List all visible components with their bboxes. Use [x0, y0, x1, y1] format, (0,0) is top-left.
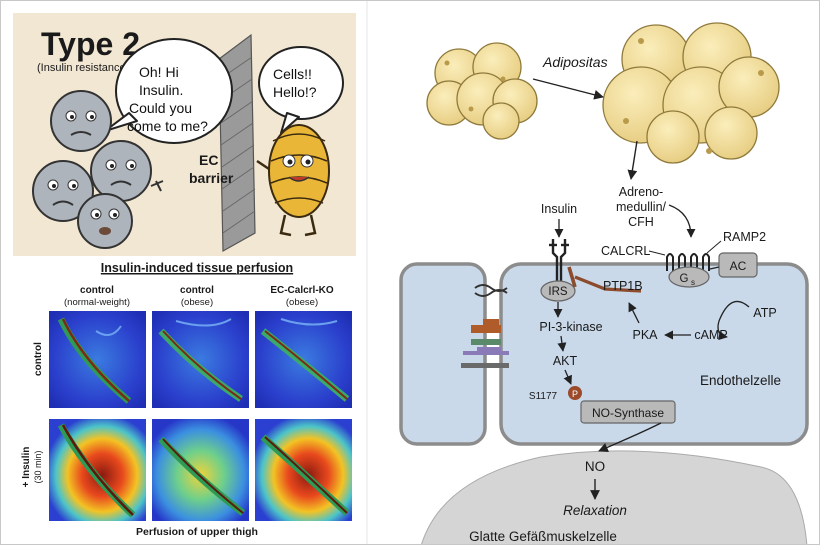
irs-node [540, 280, 576, 302]
ramp2-label: RAMP2 [723, 230, 766, 244]
pi3k-label: PI-3-kinase [539, 320, 602, 334]
row-control-label: control [33, 342, 44, 376]
nos-label: NO-Synthase [592, 406, 664, 420]
col-1-head: control [80, 285, 114, 296]
fat-cells-small [426, 42, 538, 140]
perfusion-image-r1c1 [49, 311, 146, 408]
irs-label: IRS [548, 286, 568, 298]
col-2-head: control [180, 285, 214, 296]
bubble-insulin-line-4: come to me? [127, 118, 208, 134]
ac-label: AC [730, 259, 747, 273]
pi3k-to-akt-arrow [557, 335, 567, 352]
ramp2-pointer [706, 240, 722, 254]
insulin-character [256, 124, 330, 237]
insulin-receptor [549, 239, 569, 283]
ptp1b-inhibition-line [574, 275, 642, 293]
row-insulin-label: + Insulin [21, 447, 32, 488]
cartoon-title: Type 2 [41, 26, 140, 62]
col-3-sub: (obese) [286, 297, 318, 308]
atp-label: ATP [753, 306, 776, 320]
bubble-insulin-line-2: Insulin. [139, 82, 183, 98]
perfusion-panel: Insulin-induced tissue perfusion control… [21, 261, 352, 538]
perfusion-image-r1c2 [152, 311, 249, 408]
gs-subscript: s [691, 278, 695, 287]
bubble-cells-line-2: Hello!? [273, 84, 317, 100]
atp-to-camp-arrow [717, 300, 750, 341]
perfusion-image-r2c1 [49, 419, 146, 521]
sad-cell-2 [32, 160, 94, 222]
fat-cells-large [602, 22, 780, 164]
bubble-insulin-line-3: Could you [129, 100, 192, 116]
calcrl-label: CALCRL [601, 244, 650, 258]
adm-label-1: Adreno- [619, 185, 663, 199]
akt-to-nos-arrow [563, 369, 572, 385]
fat-to-adm-arrow [627, 140, 638, 180]
ac-node [718, 252, 758, 278]
adm-label-3: CFH [628, 215, 654, 229]
col-2-sub: (obese) [181, 297, 213, 308]
phospho-site [568, 386, 582, 400]
bubble-insulin-line-1: Oh! Hi [139, 64, 179, 80]
sad-cell-1 [50, 90, 112, 152]
barrier-label-1: EC [199, 152, 218, 168]
smooth-muscle-label: Glatte Gefäßmuskelzelle [469, 529, 617, 544]
sad-cell-4 [77, 193, 133, 249]
adm-arrow [668, 204, 696, 238]
no-label: NO [585, 459, 605, 474]
cell-junction [461, 284, 509, 368]
nos-node [580, 400, 676, 424]
s1177-label: S1177 [529, 391, 558, 402]
perfusion-image-r2c2 [152, 419, 249, 521]
pathway-panel: Adipositas Adreno- medullin/ CFH Insulin… [399, 22, 809, 544]
camp-label: cAMP [694, 328, 727, 342]
pka-label: PKA [632, 328, 658, 342]
perfusion-image-r1c3 [255, 311, 352, 408]
akt-label: AKT [553, 354, 578, 368]
ptp1b-label: PTP1B [603, 279, 643, 293]
smooth-muscle-cell [421, 450, 808, 544]
adm-label-2: medullin/ [616, 200, 667, 214]
adipositas-label: Adipositas [542, 54, 608, 70]
perfusion-image-r2c3 [255, 419, 352, 521]
bubble-cells-line-1: Cells!! [273, 66, 312, 82]
gs-node [668, 266, 710, 288]
nos-to-no-arrow [598, 422, 662, 453]
col-1-sub: (normal-weight) [64, 297, 130, 308]
speech-bubble-insulin: Oh! Hi Insulin. Could you come to me? [104, 38, 233, 144]
adipositas-arrow [532, 78, 604, 100]
gs-label: G [680, 273, 689, 285]
cartoon-subtitle: (Insulin resistance) [37, 62, 129, 74]
endothelzelle-label: Endothelzelle [700, 373, 781, 388]
col-3-head: EC-Calcrl-KO [270, 285, 334, 296]
cartoon-panel: Type 2 (Insulin resistance) EC barrier O… [13, 13, 356, 256]
pka-to-ptp1b-arrow [628, 302, 640, 324]
speech-bubble-cells: Cells!! Hello!? [258, 46, 344, 134]
perfusion-xlabel: Perfusion of upper thigh [136, 526, 258, 538]
calcrl-pointer [648, 250, 666, 256]
relaxation-label: Relaxation [563, 503, 627, 518]
insulin-label: Insulin [541, 202, 577, 216]
ptp1b-inhibition-bar [567, 266, 577, 288]
phospho-label: P [572, 389, 578, 399]
perfusion-title: Insulin-induced tissue perfusion [101, 261, 293, 275]
gs-to-ac-link [709, 266, 720, 270]
barrier-label-2: barrier [189, 170, 234, 186]
row-insulin-sublabel: (30 min) [33, 450, 43, 483]
fat-cell-nuclei [444, 38, 764, 154]
